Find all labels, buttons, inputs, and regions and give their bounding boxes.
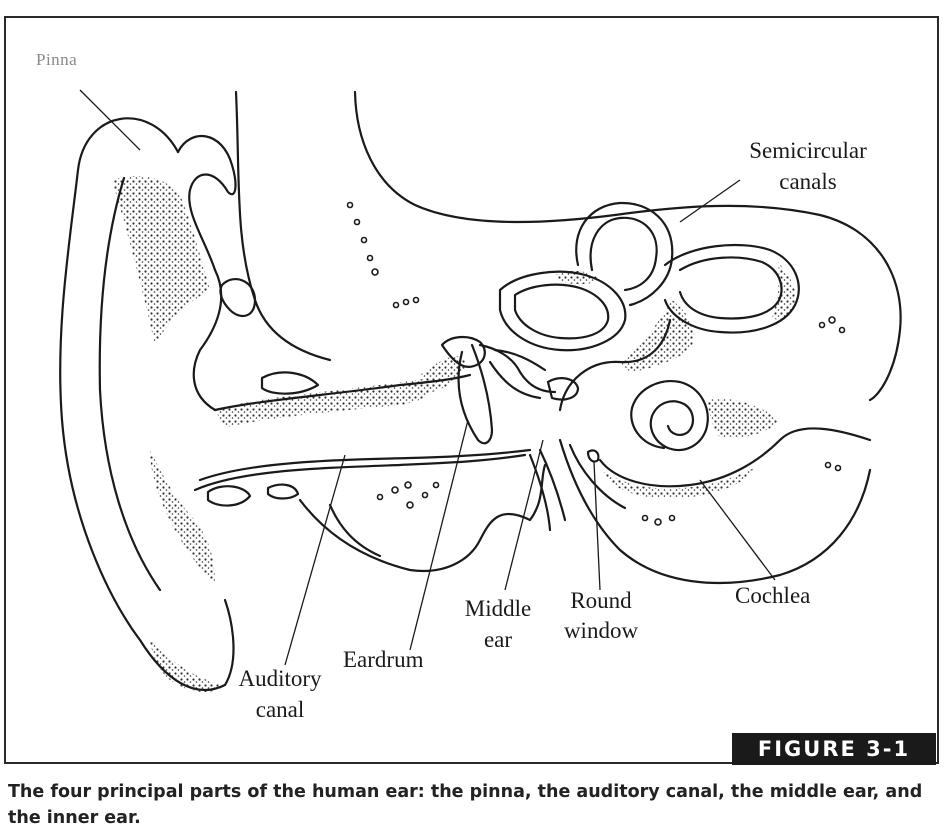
semicircular-leader — [679, 179, 741, 223]
cochlea-spiral — [630, 380, 709, 452]
auditory-canal-leader — [284, 454, 346, 666]
eardrum — [457, 343, 494, 445]
pinna-leader — [79, 89, 141, 151]
label-auditory-canal-line1: Auditory — [238, 666, 322, 691]
concha-hollow — [219, 278, 257, 318]
label-semicircular-line1: Semicircular — [749, 138, 867, 163]
figure-frame — [4, 16, 939, 764]
label-auditory-canal-line2: canal — [255, 697, 305, 722]
earlobe-hollow — [260, 371, 320, 395]
semicircular-canal-lateral — [498, 270, 627, 352]
incus — [478, 343, 557, 394]
label-eardrum: Eardrum — [343, 647, 424, 672]
eardrum-leader — [409, 419, 469, 651]
label-middle-ear-line1: Middle — [464, 596, 532, 621]
label-round-window-line1: Round — [570, 588, 632, 613]
round-window-leader — [593, 461, 601, 591]
cochlea-leader — [699, 479, 776, 581]
label-pinna: Pinna — [36, 50, 78, 69]
figure-caption: The four principal parts of the human ea… — [8, 782, 923, 828]
label-cochlea: Cochlea — [735, 583, 811, 608]
stapes — [546, 377, 580, 401]
label-round-window-line2: window — [563, 618, 639, 643]
semicircular-canal-posterior — [663, 243, 800, 334]
label-middle-ear-line2: ear — [483, 627, 513, 652]
label-semicircular-line2: canals — [779, 169, 837, 194]
figure-badge: FIGURE 3-1 — [732, 733, 936, 765]
semicircular-canal-superior — [575, 201, 674, 307]
auditory-canal-lower — [193, 453, 527, 492]
middle-ear-leader — [504, 439, 544, 591]
round-window — [586, 449, 600, 463]
